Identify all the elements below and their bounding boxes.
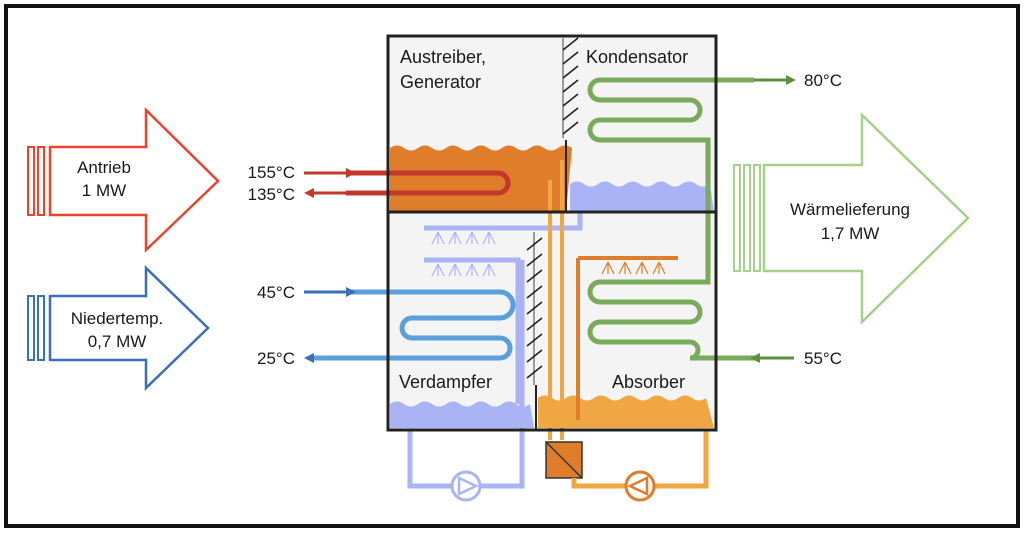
condenser-coil	[587, 77, 756, 361]
evaporator-label: Verdampfer	[399, 372, 492, 392]
solution-heat-exchanger	[545, 441, 583, 479]
temp-hot-out: 135°C	[248, 185, 295, 204]
evaporator-spray-upper	[431, 231, 496, 245]
lower-separator-hatch	[526, 232, 543, 385]
drive-arrow-label: Antrieb	[77, 158, 131, 177]
heat-delivery-value: 1,7 MW	[821, 224, 880, 243]
temp-abs-in: 55°C	[804, 349, 842, 368]
evaporator-spray-line	[424, 257, 521, 404]
condenser-refrigerant-pool	[570, 181, 714, 212]
evaporator-coil	[312, 289, 516, 361]
absorber-pump-icon	[624, 470, 656, 502]
evaporator-pump-icon	[450, 470, 482, 502]
drive-arrow-value: 1 MW	[82, 181, 126, 200]
upper-separator-hatch	[562, 37, 579, 138]
low-temp-arrow: Niedertemp. 0,7 MW	[27, 265, 210, 391]
low-temp-arrow-value: 0,7 MW	[88, 332, 147, 351]
absorber-pump-loop	[571, 430, 709, 489]
evaporator-refrigerant-pool	[390, 401, 534, 428]
temp-hot-in: 155°C	[248, 163, 295, 182]
generator-liquid	[390, 145, 572, 212]
generator-heating-coil	[346, 170, 511, 196]
generator-label-line1: Austreiber,	[400, 47, 486, 67]
temp-low-in: 45°C	[257, 283, 295, 302]
low-in-arrowhead	[346, 287, 356, 297]
temp-cond-out: 80°C	[804, 71, 842, 90]
refrigerant-transfer-pipe	[424, 212, 583, 231]
low-temp-arrow-label: Niedertemp.	[71, 309, 164, 328]
heat-delivery-label: Wärmelieferung	[790, 200, 910, 219]
hot-out-arrowhead	[304, 188, 314, 198]
absorber-spray-line	[576, 256, 678, 420]
heat-delivery-arrow: Wärmelieferung 1,7 MW	[733, 112, 970, 325]
absorber-spray	[601, 261, 666, 275]
evaporator-spray-lower	[431, 263, 496, 277]
condenser-label: Kondensator	[586, 47, 688, 67]
low-out-arrowhead	[304, 353, 314, 363]
abs-in-arrowhead	[750, 353, 760, 363]
cond-out-arrowhead	[786, 75, 796, 85]
drive-arrow: Antrieb 1 MW	[27, 107, 220, 253]
absorber-liquid	[538, 395, 714, 428]
vessel-walls	[386, 34, 718, 432]
absorber-label: Absorber	[612, 372, 685, 392]
generator-label-line2: Generator	[400, 72, 481, 92]
evaporator-pump-loop	[407, 260, 525, 489]
temp-low-out: 25°C	[257, 349, 295, 368]
hot-in-arrowhead	[346, 168, 356, 178]
